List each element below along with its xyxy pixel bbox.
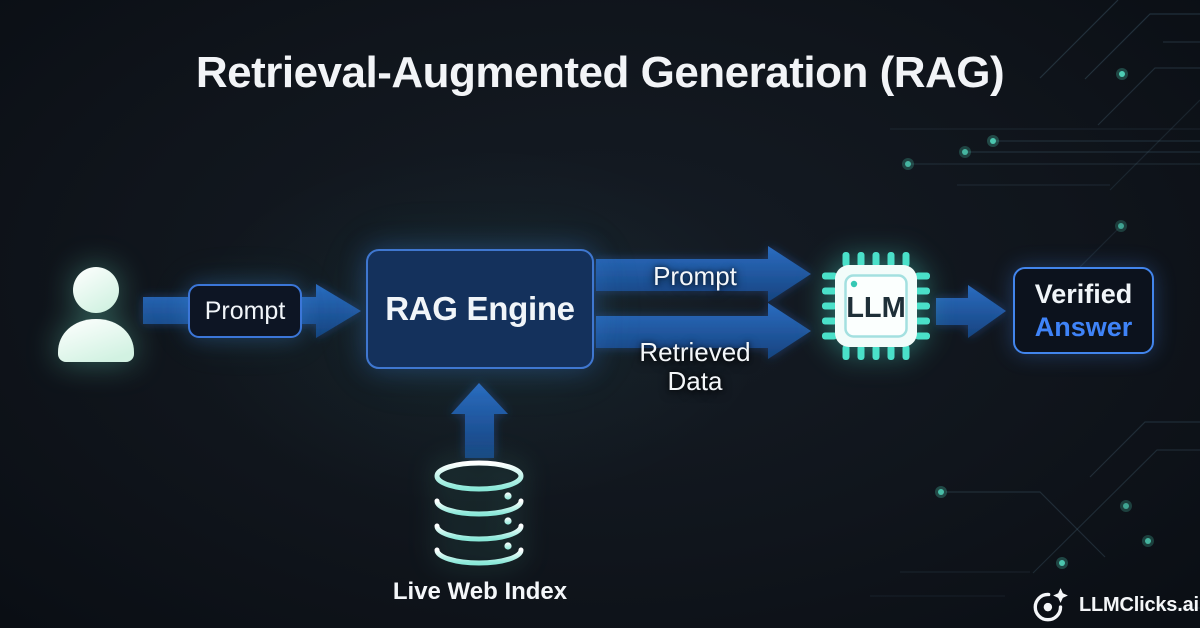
live-web-index-label: Live Web Index — [392, 578, 568, 605]
verified-answer-node: Verified Answer — [1013, 267, 1154, 354]
llmclicks-logo-text: LLMClicks.ai — [1079, 593, 1199, 616]
rag-engine-node: RAG Engine — [366, 249, 594, 369]
rag-to-llm-prompt-arrow — [596, 246, 811, 302]
chip-pins — [822, 252, 930, 360]
verified-answer-line2: Answer — [1034, 311, 1133, 342]
rag-to-llm-data-arrow — [596, 303, 811, 359]
page-title: Retrieval-Augmented Generation (RAG) — [195, 48, 1005, 97]
index-to-rag-arrow — [451, 383, 508, 458]
chip-indicator-dot — [850, 280, 858, 288]
prompt-node: Prompt — [188, 284, 302, 338]
llm-to-answer-arrow — [936, 285, 1006, 338]
circuit-node-dots — [902, 68, 1154, 569]
chip-icon: LLM — [820, 250, 932, 362]
retrieved-data-flow-label: Retrieved Data — [639, 337, 751, 396]
user-icon — [50, 257, 142, 363]
llm-chip-label: LLM — [846, 292, 906, 324]
rag-engine-label: RAG Engine — [385, 290, 575, 327]
verified-answer-line1: Verified — [1034, 278, 1133, 309]
database-icon — [432, 458, 528, 568]
llmclicks-logo: LLMClicks.ai — [1030, 585, 1199, 625]
llmclicks-logo-icon — [1033, 588, 1068, 622]
sparkle-icon — [1053, 588, 1068, 603]
prompt-node-label: Prompt — [204, 296, 286, 325]
prompt-flow-label: Prompt — [653, 261, 737, 291]
